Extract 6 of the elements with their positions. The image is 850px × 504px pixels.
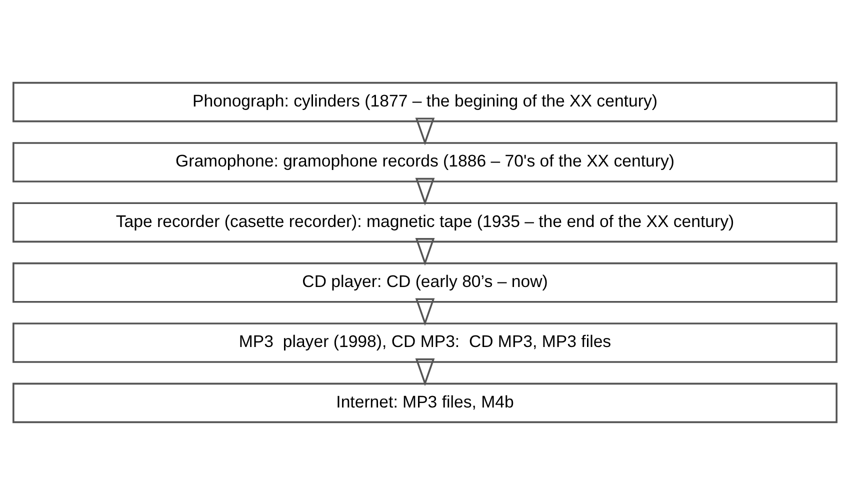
node-box: Internet: MP3 files, M4b — [12, 382, 838, 423]
arrow — [415, 177, 435, 206]
arrow — [415, 298, 435, 326]
arrow — [415, 358, 435, 386]
arrow — [415, 238, 435, 266]
arrow — [415, 117, 435, 145]
